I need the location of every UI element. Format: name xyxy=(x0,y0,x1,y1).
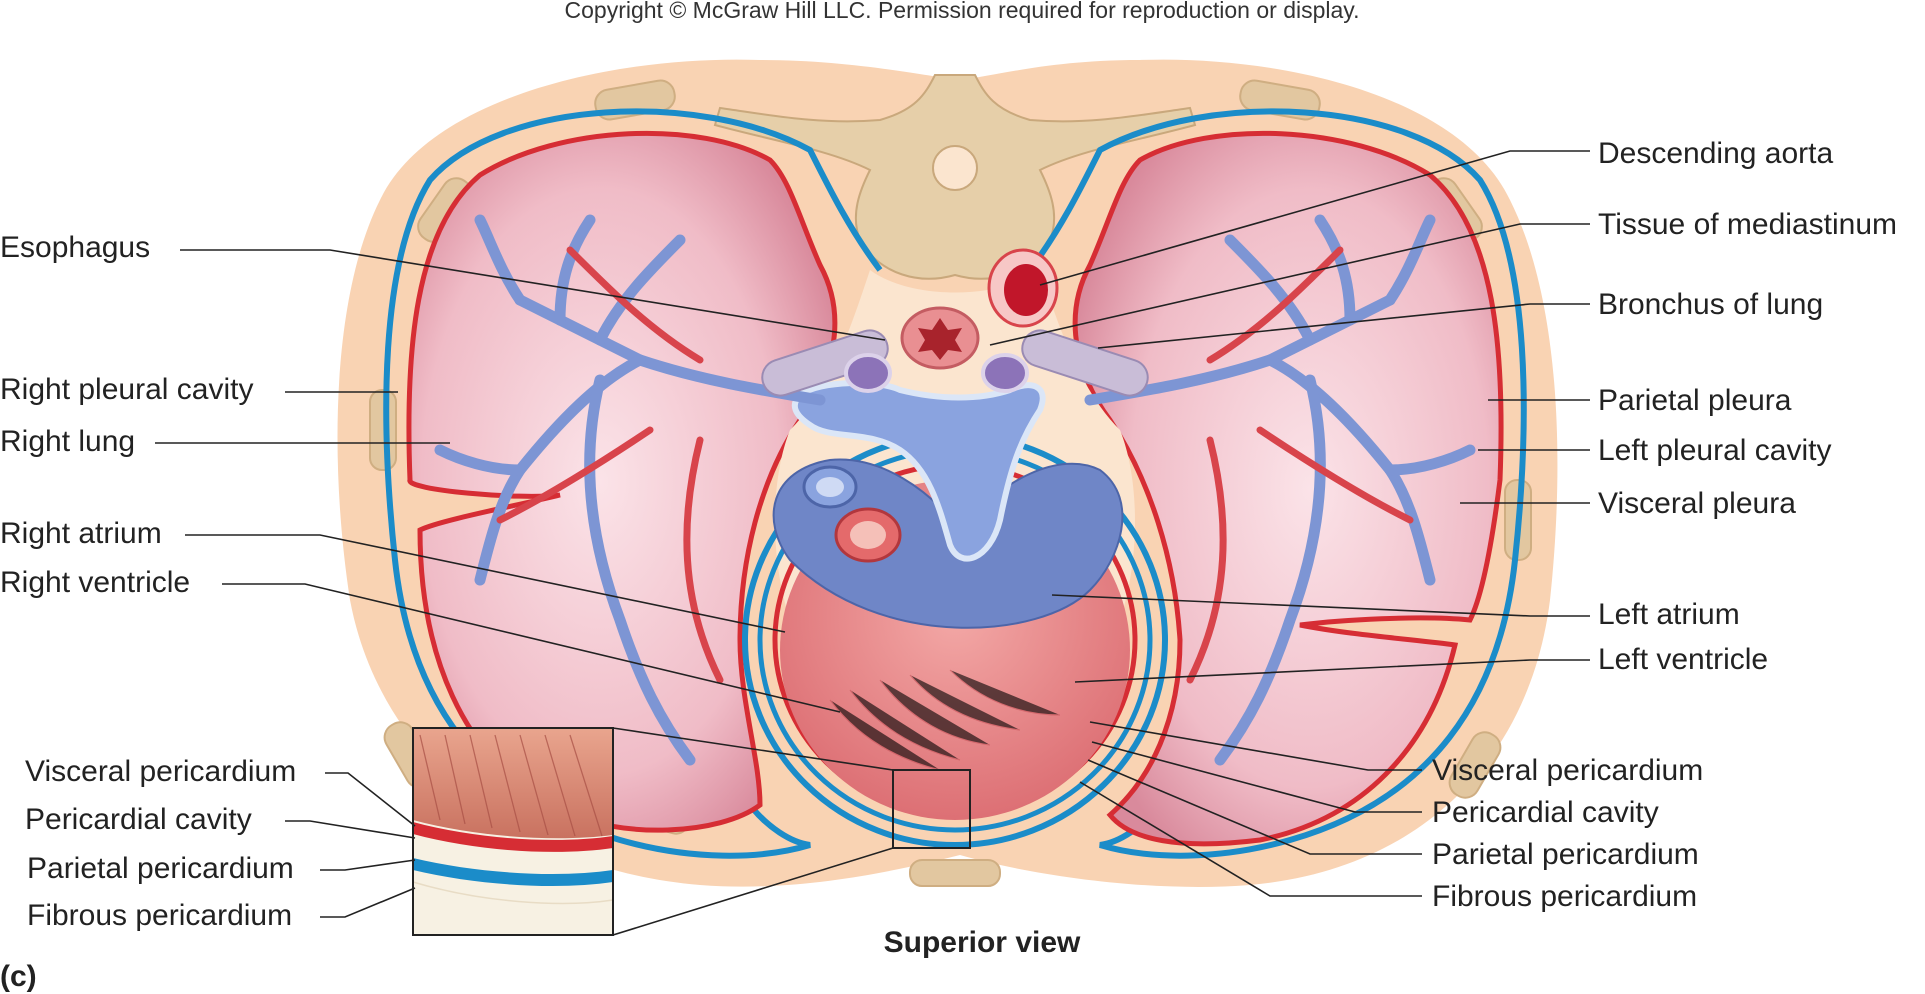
copyright-notice: Copyright © McGraw Hill LLC. Permission … xyxy=(565,0,1360,23)
leader-inset-fibrous-pericardium xyxy=(320,887,416,918)
label-visceral-pericardium: Visceral pericardium xyxy=(1432,754,1703,787)
vertebra xyxy=(713,74,1197,280)
label-pericardial-cavity: Pericardial cavity xyxy=(1432,796,1659,829)
leader-descending-aorta xyxy=(1039,150,1590,286)
leader-visceral-pericardium xyxy=(1089,721,1422,771)
label-parietal-pericardium: Parietal pericardium xyxy=(1432,838,1699,871)
label-inset-pericardial-cavity: Pericardial cavity xyxy=(25,803,252,836)
pericardium-inset xyxy=(412,727,614,936)
label-parietal-pleura: Parietal pleura xyxy=(1598,384,1792,417)
bronchi xyxy=(761,329,1149,397)
pulmonary-trunk xyxy=(791,380,1046,562)
leader-inset-pericardial-cavity xyxy=(285,820,416,839)
leader-bronchus-of-lung xyxy=(1097,303,1590,349)
label-right-ventricle: Right ventricle xyxy=(0,566,190,599)
label-fibrous-pericardium: Fibrous pericardium xyxy=(1432,880,1697,913)
right-lung xyxy=(406,130,838,833)
label-descending-aorta: Descending aorta xyxy=(1598,137,1833,170)
pulmonary-vessels-red xyxy=(496,246,1414,684)
label-left-atrium: Left atrium xyxy=(1598,598,1740,631)
label-left-pleural-cavity: Left pleural cavity xyxy=(1598,434,1831,467)
view-label: Superior view xyxy=(884,926,1081,959)
parietal-pleura-lines xyxy=(383,108,1527,859)
label-right-pleural-cavity: Right pleural cavity xyxy=(0,373,253,406)
label-visceral-pleura: Visceral pleura xyxy=(1598,487,1796,520)
panel-label: (c) xyxy=(0,960,37,993)
leader-left-ventricle xyxy=(1074,659,1590,683)
leader-inset-parietal-pericardium xyxy=(320,859,416,871)
inset-source-box xyxy=(892,769,971,849)
leader-right-ventricle xyxy=(222,583,841,713)
leader-inset-visceral-pericardium xyxy=(325,772,416,827)
label-bronchus-of-lung: Bronchus of lung xyxy=(1598,288,1823,321)
inset-connector-top xyxy=(612,727,894,771)
label-inset-fibrous-pericardium: Fibrous pericardium xyxy=(27,899,292,932)
descending-aorta xyxy=(987,248,1059,328)
leader-left-atrium xyxy=(1051,594,1590,617)
label-right-lung: Right lung xyxy=(0,425,135,458)
label-right-atrium: Right atrium xyxy=(0,517,162,550)
label-esophagus: Esophagus xyxy=(0,231,150,264)
label-inset-visceral-pericardium: Visceral pericardium xyxy=(25,755,296,788)
leader-right-atrium xyxy=(185,534,786,633)
leader-tissue-of-mediastinum xyxy=(989,223,1590,346)
inset-connector-bottom xyxy=(612,847,894,936)
leader-esophagus xyxy=(180,249,886,341)
leader-fibrous-pericardium xyxy=(1079,781,1422,897)
label-left-ventricle: Left ventricle xyxy=(1598,643,1768,676)
label-inset-parietal-pericardium: Parietal pericardium xyxy=(27,852,294,885)
esophagus xyxy=(900,306,980,370)
leader-pericardial-cavity xyxy=(1091,741,1422,813)
label-tissue-of-mediastinum: Tissue of mediastinum xyxy=(1598,208,1897,241)
leader-parietal-pericardium xyxy=(1087,759,1422,855)
